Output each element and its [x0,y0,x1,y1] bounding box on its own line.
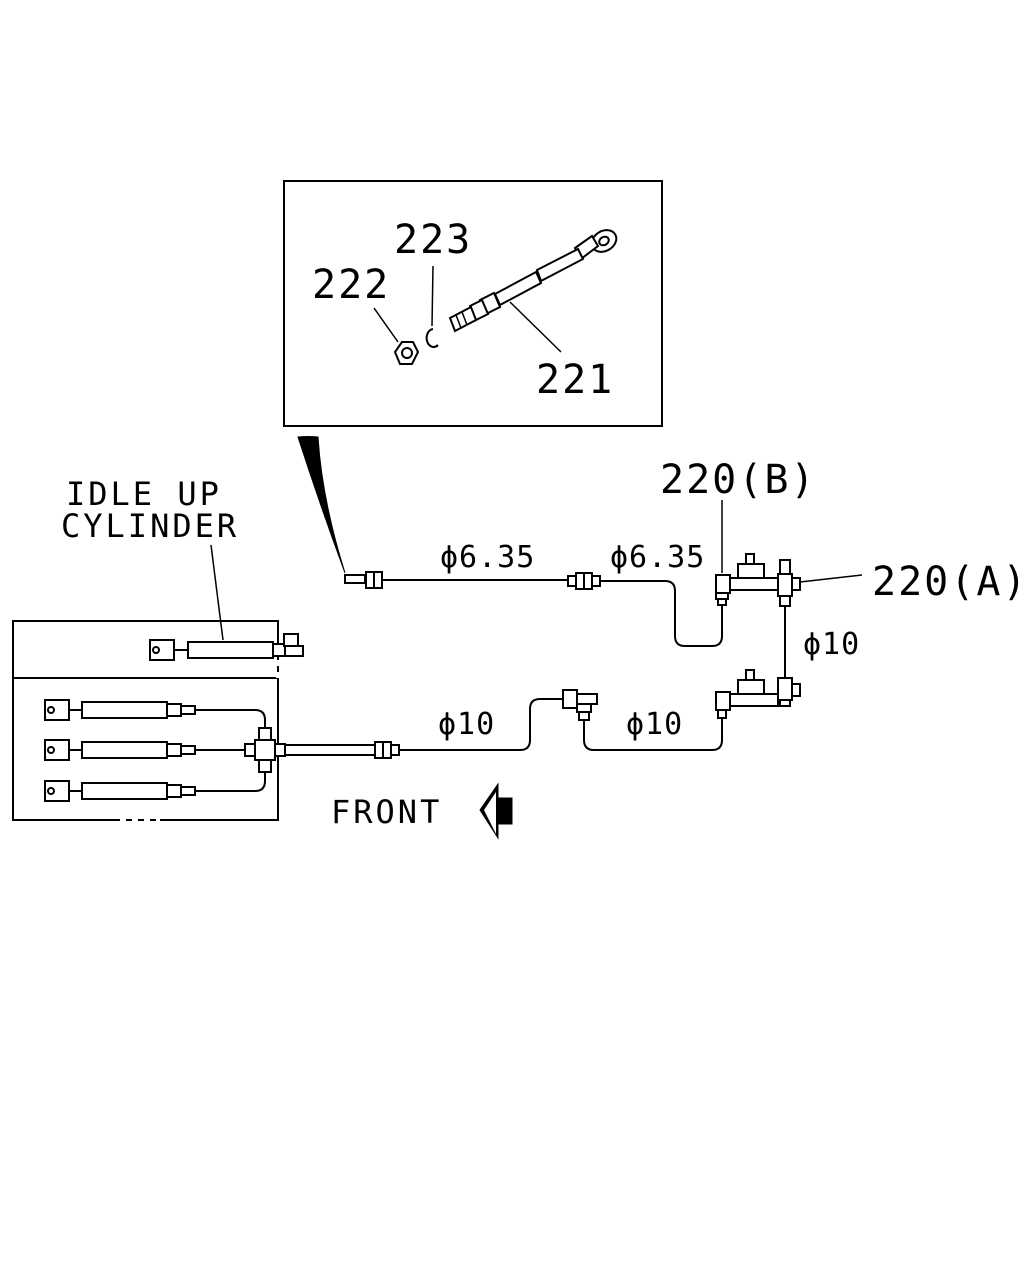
e-ring [425,328,439,348]
rod-end-assembly [448,229,618,333]
idle-up-label-line2: CYLINDER [61,507,239,545]
solenoid-valve-lower [715,669,801,719]
part-number-220b: 220(B) [660,457,817,503]
pipe-size-top-right: ϕ6.35 [610,540,705,575]
idle-up-label-line1: IDLE UP [66,475,222,513]
pipe-size-right-vertical: ϕ10 [803,627,860,662]
detail-inset: 223 222 221 [283,180,663,427]
leader-220a [799,574,863,583]
front-label: FRONT [331,793,442,831]
pipe-size-top-left: ϕ6.35 [440,540,535,575]
leader-idle-up [210,544,224,641]
cylinder-1 [44,699,196,721]
left-arrow-icon [479,782,513,840]
part-number-222: 222 [312,262,390,308]
part-number-223: 223 [394,217,472,263]
lower-manifold [195,709,400,792]
part-number-221: 221 [536,357,614,403]
upper-pipe [283,571,723,647]
lower-pipes [399,689,723,751]
solenoid-valve-upper [715,553,801,607]
cylinder-2 [44,739,196,761]
part-number-220a: 220(A) [872,559,1024,605]
pipe-size-bottom-right: ϕ10 [626,707,683,742]
cylinder-housing [12,620,280,822]
hex-nut [393,341,420,365]
pipe-size-bottom-left: ϕ10 [438,707,495,742]
callout-pointer [297,436,346,574]
cylinder-3 [44,780,196,802]
idle-up-cylinder [149,639,304,661]
